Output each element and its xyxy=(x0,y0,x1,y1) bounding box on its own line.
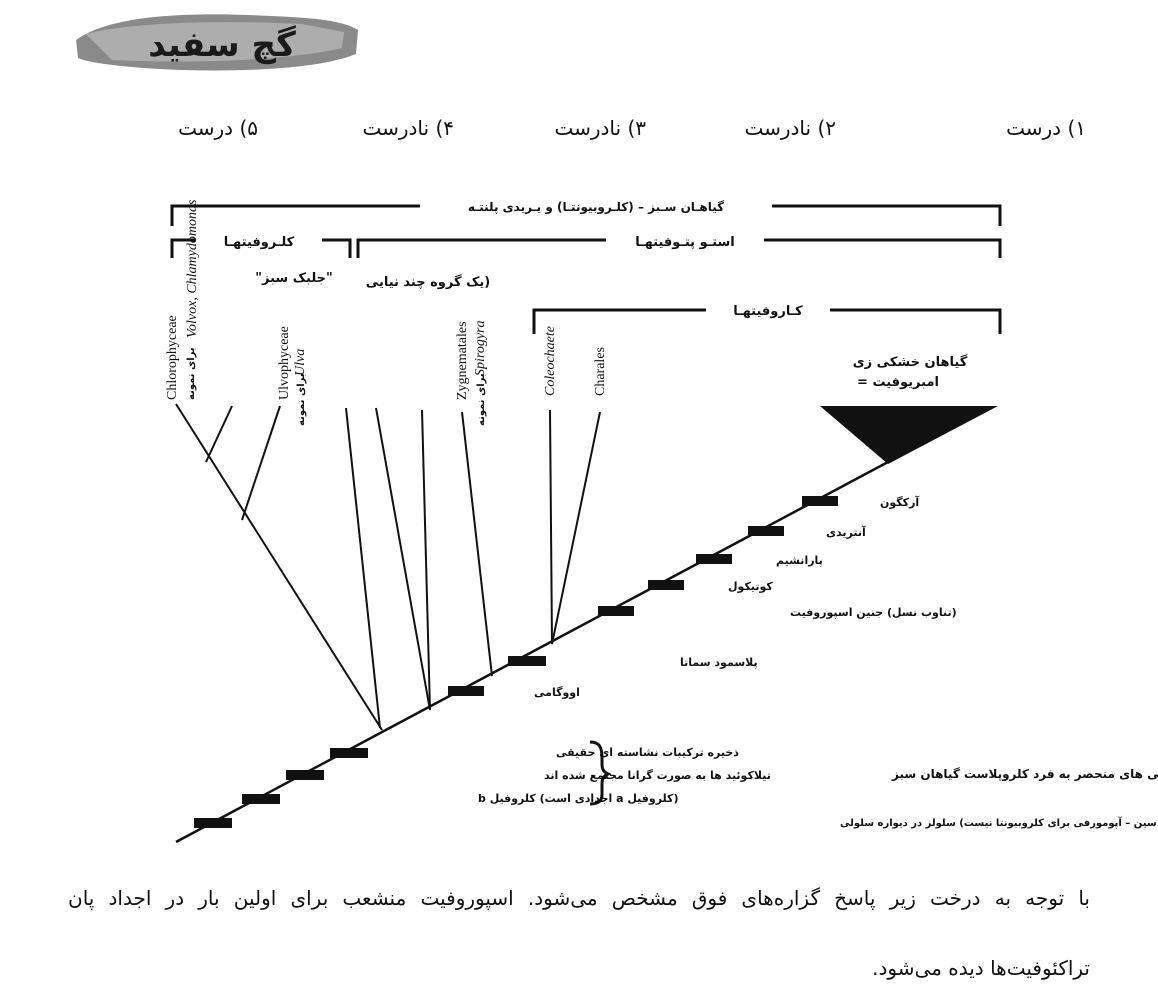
branch-streptophyte-1 xyxy=(345,407,381,729)
answer-3: ۳) نادرست xyxy=(554,116,646,140)
bracket-green-plants xyxy=(170,204,1002,226)
trait-bar-chlorophyll-b xyxy=(242,794,280,804)
label-example-note-2: برای نمونه xyxy=(296,373,307,426)
answers-row: ۱) درست ۲) نادرست ۳) نادرست ۴) نادرست ۵)… xyxy=(0,116,1158,146)
label-ulvophyceae: Ulvophyceae xyxy=(277,326,292,400)
trait-cuticle: کوتیکول xyxy=(728,580,773,593)
label-chlorophytes: کلـروفیتهـا xyxy=(224,235,295,250)
label-land-plants-2: امبریوفیت = xyxy=(857,375,939,390)
label-example-note-3: برای نمونه xyxy=(476,373,487,426)
answer-1: ۱) درست xyxy=(1006,116,1086,140)
gach-sefid-logo: گچ سفید xyxy=(76,14,358,71)
trait-bar-grana xyxy=(286,770,324,780)
bracket-charophytes xyxy=(532,308,1002,334)
branch-ulvophyceae xyxy=(241,405,281,521)
label-charales: Charales xyxy=(593,347,608,396)
label-green-algae: "جلبک سبز" xyxy=(255,271,333,286)
trait-cellulose: (ممکن است زودتر تکامل یافته باشد و بنابر… xyxy=(840,816,1158,829)
trait-bar-plasmodesmata xyxy=(508,656,546,666)
caption-line-2: تراکئوفیت‌ها دیده می‌شود. xyxy=(872,956,1090,980)
logo-text: گچ سفید xyxy=(148,25,296,65)
bracket-streptophytes xyxy=(356,238,1002,258)
trait-grana: تیلاکوئید ها به صورت گرانا مجتمع شده اند xyxy=(544,769,771,782)
label-paraphyletic: (یک گروه چند نیایی xyxy=(366,274,490,290)
label-coleochaete: Coleochaete xyxy=(543,326,558,396)
trait-bar-oogamy xyxy=(448,686,484,696)
label-land-plants-1: گیاهان خشکی زی xyxy=(853,354,968,370)
trait-parenchyma: پارانشیم xyxy=(776,554,823,567)
label-unique-traits: ویژگی های منحصر به فرد کلروپلاست گیاهان … xyxy=(891,767,1158,782)
trait-embryo: (تناوب نسل) جنین اسپوروفیت xyxy=(790,606,957,619)
branch-streptophyte-2 xyxy=(375,407,431,711)
trait-bar-starch xyxy=(330,748,368,758)
trait-bar-embryo xyxy=(598,606,634,616)
branch-streptophyte-3 xyxy=(421,409,431,711)
trait-oogamy: اووگامی xyxy=(534,686,580,699)
trait-bar-parenchyma xyxy=(696,554,732,564)
branch-coleochaete xyxy=(549,409,553,645)
trait-bar-cuticle xyxy=(648,580,684,590)
trait-antheridium: آنتریدی xyxy=(826,525,866,539)
label-zygnematales: Zygnematales xyxy=(455,321,470,400)
bracket-chlorophytes xyxy=(170,238,352,258)
branch-chlamy xyxy=(205,405,233,463)
trait-bar-antheridium xyxy=(748,526,784,536)
label-chlorophyceae: Chlorophyceae xyxy=(165,315,180,400)
label-green-plants: گیاهـان سـبز – (کلـروبیونتـا) و یـریدی پ… xyxy=(468,200,724,215)
answer-4: ۴) نادرست xyxy=(362,116,454,140)
label-streptophytes: استـو پتـوفیتهـا xyxy=(635,235,734,250)
label-volvox-chlamy: Volvox, Chlamydomonas xyxy=(185,199,200,338)
trait-chlorophyll-b: (کلروفیل a اجدادی است) کلروفیل b xyxy=(478,792,678,805)
branch-charales xyxy=(551,411,601,645)
branch-zygnematales xyxy=(461,411,493,677)
main-stem xyxy=(175,460,889,844)
trait-archegonium: آرکگون xyxy=(880,495,919,509)
label-charophytes: کـاروفیتهـا xyxy=(733,304,803,319)
land-plants-wedge xyxy=(820,406,998,464)
curly-brace xyxy=(589,740,612,806)
trait-plasmodesmata: پلاسمود سماتا xyxy=(680,656,758,669)
trait-bar-cellulose xyxy=(194,818,232,828)
label-spirogyra: Spirogyra xyxy=(473,321,488,376)
answer-2: ۲) نادرست xyxy=(744,116,836,140)
answer-5: ۵) درست xyxy=(178,116,258,140)
branch-chlorophyceae xyxy=(175,403,383,731)
caption-line-1: با توجه به درخت زیر پاسخ گزاره‌های فوق م… xyxy=(68,886,1090,910)
trait-bar-archegonium xyxy=(802,496,838,506)
label-example-note-1: برای نمونه xyxy=(186,347,197,400)
label-ulva: Ulva xyxy=(293,349,308,376)
trait-starch: ذخیره ترکیبات نشاسته ای حقیقی xyxy=(556,746,739,759)
